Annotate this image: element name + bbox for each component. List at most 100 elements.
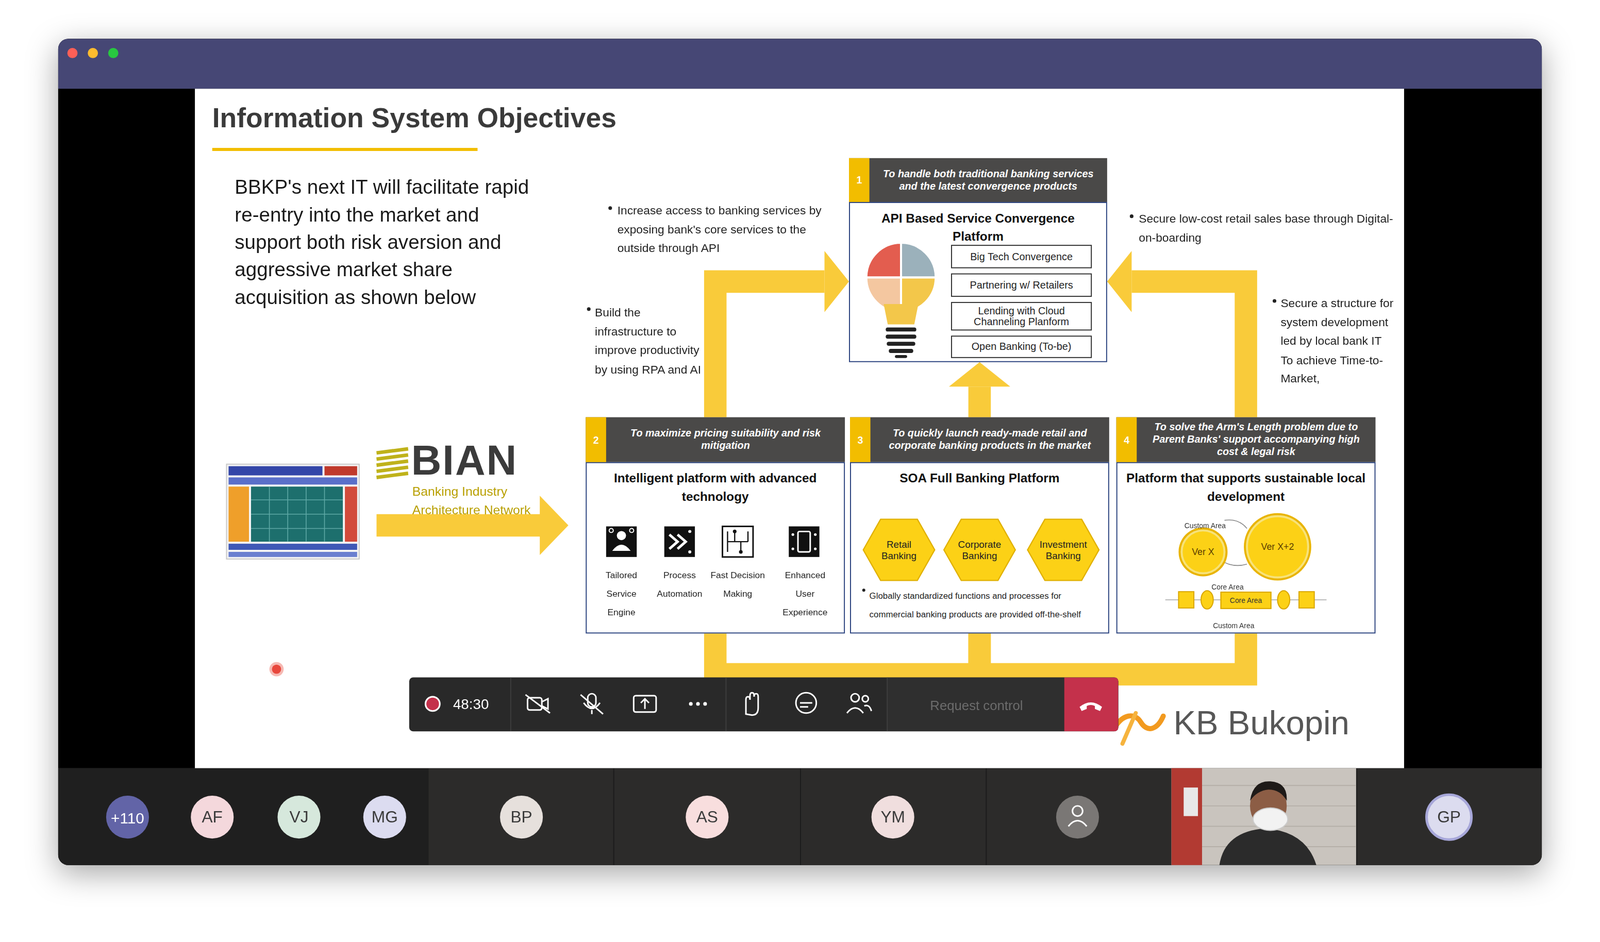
shape-inner: Lending with Cloud Channeling Planform xyxy=(952,303,1091,330)
rect-shape xyxy=(885,327,916,332)
title-wrap: API Based Service Convergence Platform xyxy=(855,208,1102,245)
title-wrap: SOA Full Banking Platform xyxy=(856,468,1104,488)
tile-divider xyxy=(985,768,987,866)
circle-shape xyxy=(851,693,860,703)
title-bar xyxy=(58,38,1542,89)
label-wrap: Process Automation xyxy=(651,564,709,602)
circle-shape xyxy=(363,795,407,839)
circle-shape xyxy=(190,795,234,839)
circle-shape xyxy=(791,533,795,537)
shape-inner: Retail Banking xyxy=(862,518,937,582)
circle-shape xyxy=(277,795,321,839)
rect-shape xyxy=(788,526,820,557)
rect-shape xyxy=(886,341,915,346)
product-hexagon: Retail Banking xyxy=(862,518,937,582)
path-shape xyxy=(901,242,936,278)
path-shape xyxy=(745,692,759,716)
icon-caption: Fast Decision Making xyxy=(710,570,765,599)
label-wrap: 2 xyxy=(585,417,607,463)
rect-shape xyxy=(1171,768,1357,866)
zoom-dot xyxy=(108,47,119,59)
path-shape xyxy=(376,514,542,538)
path-shape xyxy=(866,242,902,278)
pointer-dot xyxy=(269,662,285,677)
path-shape xyxy=(640,698,649,710)
icon-caption: Tailored Service Engine xyxy=(605,570,638,618)
shape-inner: Core Area xyxy=(1221,592,1271,609)
node-text: Investment Banking xyxy=(1033,538,1093,562)
tile-divider xyxy=(613,768,615,866)
feature-box: Open Banking (To-be) xyxy=(951,335,1092,359)
circle-shape xyxy=(106,795,149,839)
header-text: To handle both traditional banking servi… xyxy=(875,168,1101,193)
shape-inner: Partnering w/ Retailers xyxy=(952,274,1091,297)
path-shape xyxy=(1224,520,1248,529)
path-shape xyxy=(1079,702,1103,712)
path-shape xyxy=(727,531,748,553)
title-wrap: Information System Objectives xyxy=(212,103,617,135)
objective-panel: To handle both traditional banking servi… xyxy=(848,158,1108,363)
feature-box: Big Tech Convergence xyxy=(951,244,1092,269)
path-shape xyxy=(376,448,408,478)
arrow-shaft xyxy=(715,633,980,675)
node-text: Retail Banking xyxy=(869,538,929,562)
shape-inner: Big Tech Convergence xyxy=(952,245,1091,268)
label-wrap: AF xyxy=(189,794,235,840)
header-band: To maximize pricing suitability and risk… xyxy=(585,417,845,463)
core-area-box: Core Area xyxy=(1220,591,1272,610)
callout-number: 1 xyxy=(856,174,862,187)
circle-shape xyxy=(732,529,737,534)
rect-shape xyxy=(797,531,811,553)
rect-shape xyxy=(722,526,754,557)
tile-divider xyxy=(1356,768,1358,866)
rect-shape xyxy=(344,486,358,542)
label-wrap: MG xyxy=(362,794,408,840)
node-text: Big Tech Convergence xyxy=(970,250,1073,263)
avatar-initials: AS xyxy=(696,808,719,827)
callout-number: 4 xyxy=(1123,434,1130,446)
path-shape xyxy=(1220,560,1247,566)
callout-number: 2 xyxy=(593,434,599,446)
note-wrap: Globally standardized functions and proc… xyxy=(862,584,1102,622)
label-wrap: 48:30 xyxy=(453,694,489,714)
node-text: Open Banking (To-be) xyxy=(971,341,1072,354)
header-text: To quickly launch ready-made retail and … xyxy=(876,427,1103,453)
icon-caption: Process Automation xyxy=(656,570,703,599)
rect-shape xyxy=(885,334,916,339)
user-experience-icon xyxy=(788,526,820,557)
logo-text: BIAN xyxy=(411,436,518,484)
label-wrap: BBKP's next IT will facilitate rapid re-… xyxy=(234,173,541,312)
arrow-shaft xyxy=(715,281,825,418)
path-shape xyxy=(800,703,813,708)
objective-panel: To quickly launch ready-made retail and … xyxy=(850,417,1110,635)
rect-shape xyxy=(1178,591,1194,609)
process-automation-icon xyxy=(664,526,695,557)
panel-title: API Based Service Convergence Platform xyxy=(881,211,1075,244)
arrow-head xyxy=(824,251,850,313)
rect-shape xyxy=(527,697,542,711)
hexagon-shape xyxy=(943,519,1016,581)
circle-shape xyxy=(688,529,692,533)
arrow-shaft xyxy=(1131,281,1246,418)
tile-divider xyxy=(800,768,802,866)
label-wrap: BIAN xyxy=(411,436,518,485)
label-wrap: Banking Industry Architecture Network xyxy=(412,481,547,519)
circle-shape xyxy=(871,795,915,839)
minimize-dot xyxy=(87,47,98,59)
rect-shape xyxy=(228,486,249,542)
label-wrap: Core Area xyxy=(1196,575,1259,594)
title-wrap: Intelligent platform with advanced techn… xyxy=(591,468,839,506)
avatar-initials: VJ xyxy=(289,808,309,827)
path-shape xyxy=(1219,828,1317,865)
node-text: Corporate Banking xyxy=(950,538,1010,562)
bullet xyxy=(608,206,612,210)
shape-inner: Open Banking (To-be) xyxy=(952,336,1091,358)
ellipse-shape xyxy=(1253,808,1288,831)
rect-shape xyxy=(251,486,343,542)
area-label: Custom Area xyxy=(1184,522,1226,530)
hexagon-shape xyxy=(1027,519,1099,581)
header-band: To solve the Arm's Length problem due to… xyxy=(1116,417,1376,463)
logo-subtitle: Banking Industry Architecture Network xyxy=(412,484,531,518)
panel-title: Intelligent platform with advanced techn… xyxy=(613,471,818,505)
